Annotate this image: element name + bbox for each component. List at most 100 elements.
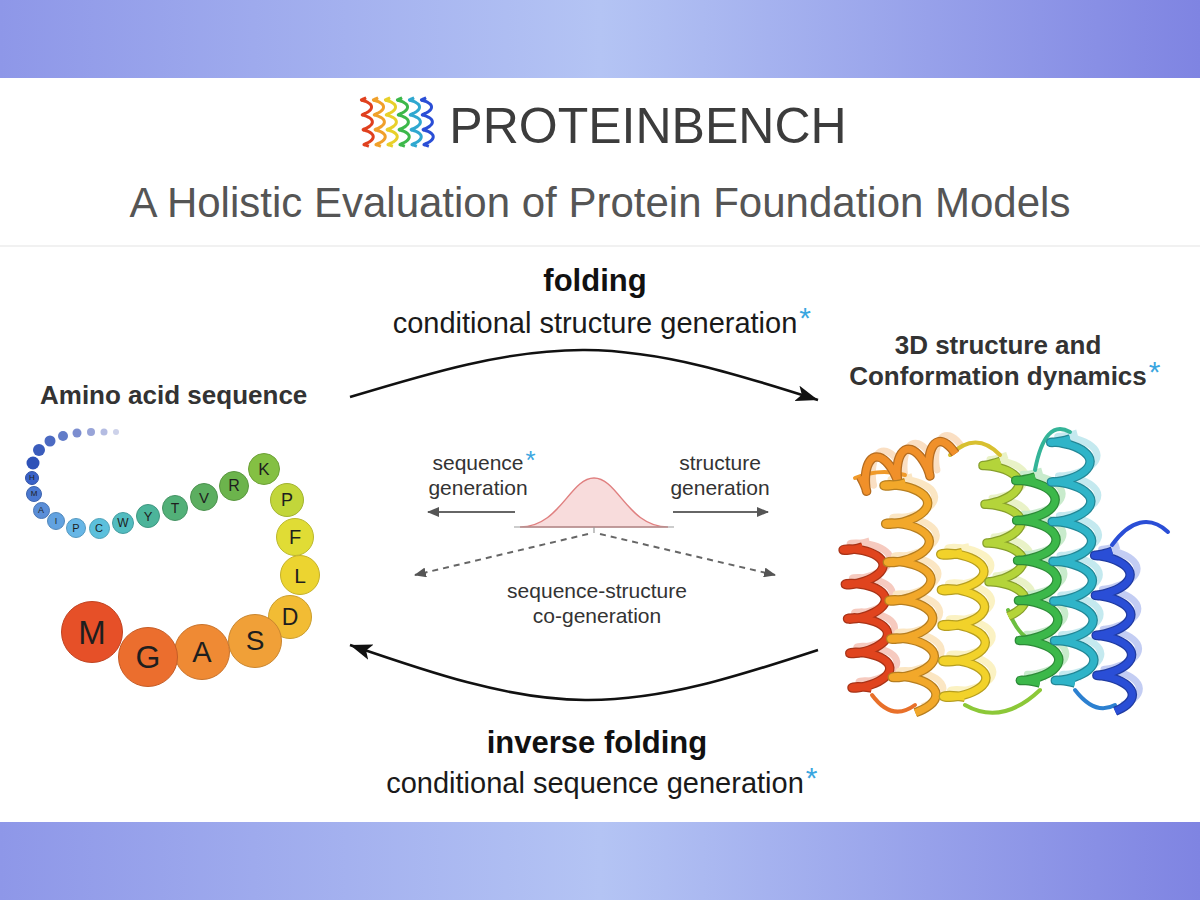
tail-dot [45,436,56,447]
logo-helix [373,98,385,147]
asterisk-mark: * [526,447,536,473]
residue-circle: I [47,512,65,530]
residue-letter: L [294,565,306,586]
helix-ribbon [884,483,936,713]
residue-letter: P [281,491,293,509]
structure-generation-arrow [673,511,768,513]
residue-letter: H [29,474,35,482]
helix-outline [1051,439,1094,683]
logo-helix [409,98,421,147]
residue-letter: W [117,517,128,529]
residue-circle: L [280,555,320,595]
residue-circle: G [118,627,178,687]
residue-letter: G [136,641,161,673]
residue-letter: S [246,627,265,655]
subtitle: A Holistic Evaluation of Protein Foundat… [130,178,1071,228]
residue-letter: R [228,478,240,494]
helix-ribbon [941,553,986,698]
logo-helix [361,98,373,147]
distribution-tick [593,527,594,533]
tail-dot [27,457,40,470]
helix-outline [843,547,890,688]
structure-panel: 3D structure and Conformation dynamics [818,330,1178,720]
residue-circle: H [25,471,39,485]
logo-helix [385,98,397,147]
tail-dot [113,429,119,435]
residue-letter: D [282,606,299,629]
logo-icon [361,98,433,147]
tail-dot [58,431,68,441]
residue-letter: Y [144,510,153,523]
residue-letter: A [38,506,44,515]
residue-circle: T [162,495,188,521]
residue-circle: R [219,471,249,501]
helix-outline [1095,551,1133,711]
residue-circle: Y [136,504,160,528]
helix-ribbon [1051,439,1094,683]
bottom-band [0,822,1200,900]
helix-ribbon [1016,477,1059,683]
residue-circle: P [270,483,304,517]
edge-sublabel: conditional structure generation [393,306,798,341]
residue-letter: C [95,523,103,534]
residue-letter: M [78,616,106,649]
page-title: PROTEINBENCH [449,96,846,156]
generation-label: sequence generation [423,450,533,500]
residue-circle: F [276,518,314,556]
residue-letter: P [72,523,79,534]
edge-label: inverse folding [487,724,707,761]
logo-helix [397,98,409,147]
panel-heading: 3D structure and Conformation dynamics [818,330,1178,392]
panel-heading: Amino acid sequence [15,380,317,411]
asterisk-mark: * [806,763,818,793]
protein-structure-illustration [843,429,1168,713]
logo-helix [421,98,433,147]
sequence-generation-arrow [428,511,515,513]
divider-line [0,245,1200,247]
residue-letter: T [171,501,180,515]
helix-ribbon [843,547,890,688]
top-band [0,0,1200,78]
cogeneration-arrow [415,534,588,575]
residue-circle: A [33,502,50,519]
cogeneration-label: sequence-structure co-generation [497,578,697,628]
residue-circle: S [228,614,282,668]
tail-dot [33,444,45,456]
tail-dot [73,429,82,438]
residue-circle: P [66,518,86,538]
residue-circle: K [248,453,280,485]
distribution-curve [520,478,668,527]
residue-letter: V [199,490,209,505]
helix-outline [884,483,936,713]
residue-letter: I [55,517,58,526]
asterisk-mark: * [1149,357,1161,387]
coil-loop [1035,429,1070,470]
residue-letter: A [192,638,211,667]
helix-outline [1016,477,1059,683]
edge-sublabel: conditional sequence generation [386,766,804,801]
helix-outline [941,553,986,698]
flow-arrow [350,350,818,400]
residue-letter: F [289,527,301,547]
residue-letter: M [31,490,38,498]
cogeneration-arrow [600,534,775,575]
coil-loop [1112,522,1168,545]
residue-circle: A [174,624,230,680]
residue-circle: V [190,483,218,511]
tail-dot [87,428,95,436]
residue-circle: M [61,601,123,663]
flow-arrow [350,645,818,700]
sequence-tail-dots [27,428,120,470]
generation-label: structure generation [665,450,775,500]
coil-loop [1075,690,1115,708]
residue-letter: K [258,461,269,478]
helix-ribbon [1095,551,1133,711]
sequence-panel: Amino acid sequenceHMAIPCWYTVRKPFLDSAGM [15,372,350,692]
tail-dot [101,429,108,436]
asterisk-mark: * [799,303,811,333]
coil-loop [872,695,915,712]
edge-label: folding [543,262,646,299]
residue-circle: M [26,486,42,502]
